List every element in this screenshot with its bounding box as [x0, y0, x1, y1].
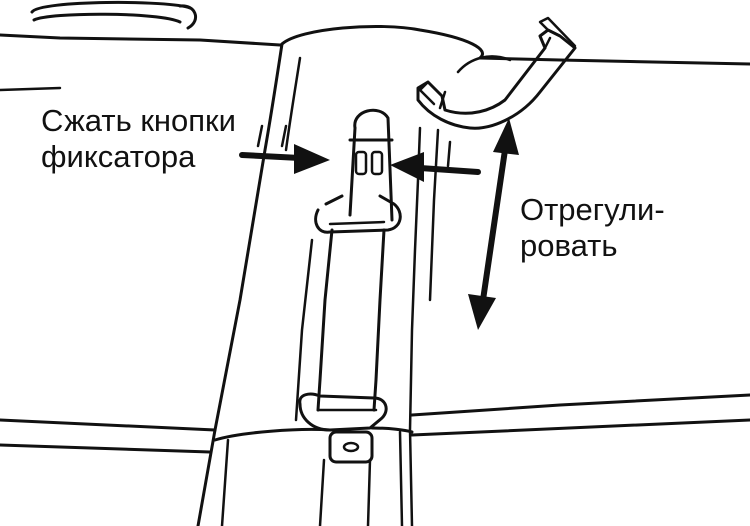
squeeze-arrow-left — [239, 144, 330, 174]
coat-hook — [416, 16, 577, 130]
adjust-label: Отрегули- ровать — [520, 192, 665, 264]
height-adjuster-slider — [314, 108, 402, 234]
belt-guide-clip — [298, 392, 388, 464]
roof-panel — [0, 33, 750, 92]
grab-handle — [30, 0, 198, 30]
seat-belt-webbing — [294, 228, 386, 526]
pillar-trim — [196, 24, 484, 526]
press-buttons-line-2: фиксатора — [41, 139, 196, 174]
press-buttons-label: Сжать кнопки фиксатора — [41, 103, 236, 175]
adjust-double-arrow — [468, 118, 519, 330]
squeeze-arrow-right — [390, 152, 481, 182]
lower-body-panel — [0, 393, 750, 526]
adjust-line-1: Отрегули- — [520, 192, 665, 227]
adjust-line-2: ровать — [520, 228, 618, 263]
press-buttons-line-1: Сжать кнопки — [41, 103, 236, 138]
